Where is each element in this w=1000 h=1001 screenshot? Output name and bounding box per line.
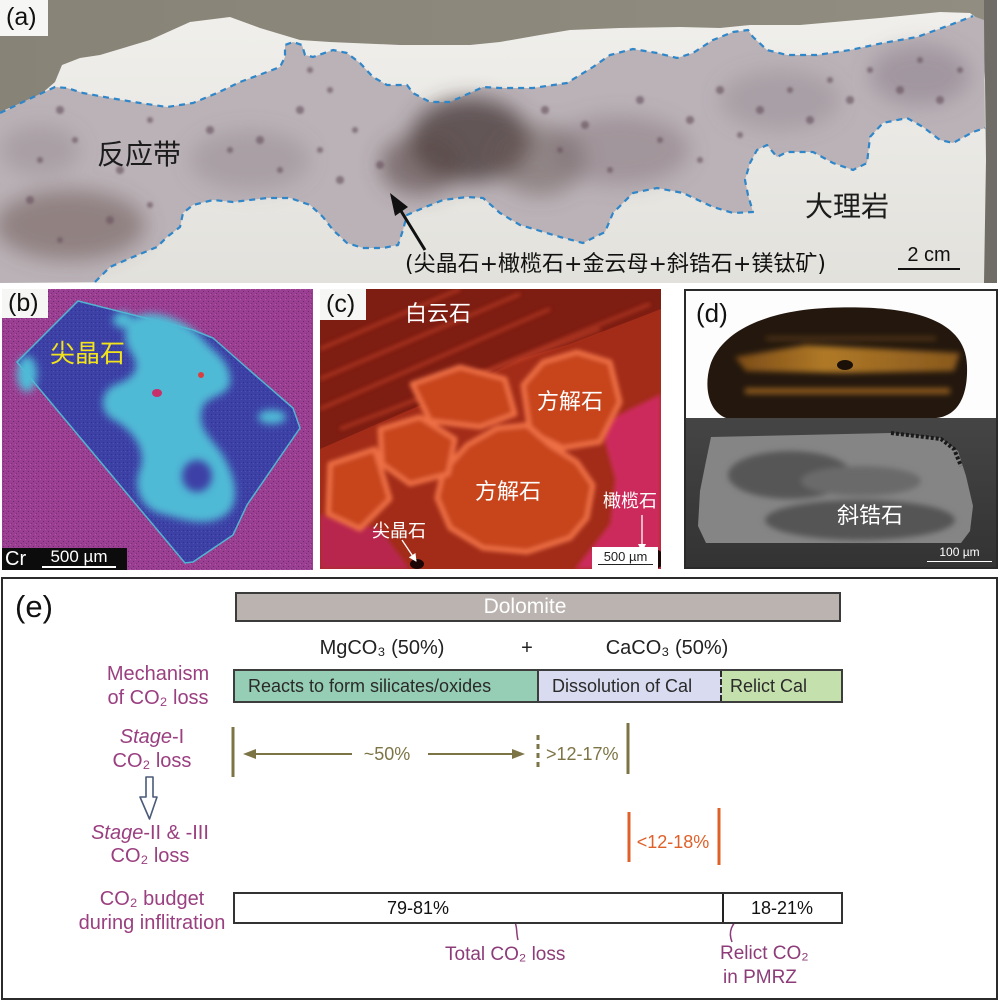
scale-bar-d: 100 µm: [927, 545, 992, 562]
segment-relict-calcite: Relict Cal: [722, 671, 841, 701]
panel-e-co2-budget-diagram: (e) Dolomite MgCO₃ (50%) + CaCO₃ (50%) M…: [1, 577, 998, 1000]
mineral-grain-spots: [26, 57, 963, 243]
spinel-label: 尖晶石: [50, 339, 126, 368]
spinel-label-c: 尖晶石: [372, 521, 426, 542]
mechanism-label-line-2: of CO₂ loss: [107, 687, 209, 709]
arrow-right-icon: [512, 749, 525, 759]
plus-sign: +: [521, 637, 533, 659]
segment-value: 79-81%: [387, 898, 450, 918]
segment-label: Reacts to form silicates/oxides: [248, 676, 492, 696]
stage-1-extra-range: >12-17%: [546, 744, 619, 764]
panel-c-cathodoluminescence-image: (c) 白云石 方解石 方解石 橄榄石 尖晶石 500 µm: [320, 289, 661, 569]
mechanism-label-line-1: Mechanism: [106, 663, 210, 685]
panel-a-hand-specimen-photo: (a) 反应带 大理岩 (尖晶石+橄榄石+金云母+斜锆石+镁钛矿) 2 cm: [0, 0, 997, 283]
reaction-zone-boundary-upper: [0, 14, 974, 114]
panel-label-c: (c): [320, 289, 366, 320]
diagram-lines: [139, 723, 744, 943]
segment-value: 18-21%: [751, 898, 814, 918]
stage-1-label-italic: Stage: [119, 726, 173, 748]
mechanism-bar: Reacts to form silicates/oxides Dissolut…: [233, 669, 843, 703]
olivine-region: [575, 394, 661, 569]
stage-1-label-line-2: CO₂ loss: [112, 750, 192, 772]
budget-label-line-2: during inflitration: [78, 912, 226, 934]
spinel-pointer-arrow-icon: [401, 539, 417, 562]
segment-total-loss: 79-81%: [235, 894, 724, 922]
arrow-left-icon: [243, 749, 256, 759]
panel-e-frame: [1, 577, 998, 1000]
calcite-label-1: 方解石: [537, 390, 604, 415]
segment-label: Dissolution of Cal: [552, 676, 693, 696]
cl-image: [320, 289, 661, 569]
hollow-down-arrow-icon: [139, 776, 158, 820]
mineral-assemblage-caption: (尖晶石+橄榄石+金云母+斜锆石+镁钛矿): [405, 252, 826, 277]
total-loss-annotation: Total CO₂ loss: [445, 944, 566, 965]
baddeleyite-label: 斜锆石: [837, 504, 904, 529]
panel-d-baddeleyite-images: (d) 斜锆石 100 µm: [684, 289, 998, 569]
stage-1-range-markers: [231, 723, 630, 777]
scale-bar-c: 500 µm: [598, 549, 653, 565]
dolomite-bar-label: Dolomite: [483, 595, 567, 618]
stage-2-3-range-markers: [627, 808, 721, 865]
reaction-zone-label: 反应带: [97, 138, 182, 171]
stage-2-3-label-line-2: CO₂ loss: [110, 845, 190, 867]
segment-relict: 18-21%: [724, 894, 841, 922]
dark-mineral-clusters: [0, 45, 970, 260]
calcite-label-2: 方解石: [475, 480, 542, 505]
stage-1-row-label: Stage-I CO₂ loss: [72, 725, 232, 773]
panel-b-cr-element-map: (b) 尖晶石 Cr 500 µm: [2, 289, 313, 570]
baddeleyite-image: [686, 291, 996, 567]
olivine-label: 橄榄石: [603, 491, 657, 512]
segment-label: Relict Cal: [730, 676, 808, 696]
panel-label-a: (a): [0, 0, 48, 36]
dolomite-label: 白云石: [405, 302, 472, 327]
stage-2-3-row-label: Stage-II & -III CO₂ loss: [70, 822, 230, 868]
reaction-zone-boundary-lower: [94, 116, 986, 283]
dolomite-bar: Dolomite: [235, 592, 841, 622]
segment-silicate-reaction: Reacts to form silicates/oxides: [235, 671, 539, 701]
scale-bar-b: 500 µm: [42, 548, 116, 568]
marble-label: 大理岩: [805, 190, 890, 223]
element-label: Cr: [5, 548, 27, 570]
scale-bar-box-c: 500 µm: [592, 547, 658, 569]
budget-bar: 79-81% 18-21%: [233, 892, 843, 924]
element-map-image: [2, 289, 313, 570]
relict-annotation: Relict CO₂ in PMRZ: [720, 942, 809, 990]
stage-2-3-label-suffix: -II & -III: [143, 822, 209, 844]
budget-label-line-1: CO₂ budget: [99, 888, 205, 910]
relict-annotation-line-2: in PMRZ: [723, 967, 797, 988]
calcite-grains: [325, 349, 623, 555]
stage-2-3-range: <12-18%: [636, 832, 710, 852]
scale-bar-a: 2 cm: [898, 243, 960, 270]
stage-1-label-suffix: -I: [172, 726, 185, 748]
mechanism-row-label: Mechanism of CO₂ loss: [78, 662, 238, 710]
stage-2-3-label-italic: Stage: [91, 822, 144, 844]
mgco3-component: MgCO₃ (50%): [319, 637, 445, 659]
budget-row-label: CO₂ budget during inflitration: [72, 887, 232, 935]
panel-label-d: (d): [696, 298, 728, 328]
panel-label-b: (b): [2, 289, 48, 318]
scale-bar-box-b: Cr 500 µm: [2, 548, 127, 570]
segment-calcite-dissolution: Dissolution of Cal: [539, 671, 722, 701]
hand-specimen-image: [0, 0, 997, 283]
pointer-arrow-icon: [390, 193, 427, 251]
panel-label-e: (e): [15, 589, 53, 624]
relict-annotation-line-1: Relict CO₂: [720, 943, 809, 964]
stage-1-main-range: ~50%: [363, 744, 411, 764]
caco3-component: CaCO₃ (50%): [605, 637, 729, 659]
